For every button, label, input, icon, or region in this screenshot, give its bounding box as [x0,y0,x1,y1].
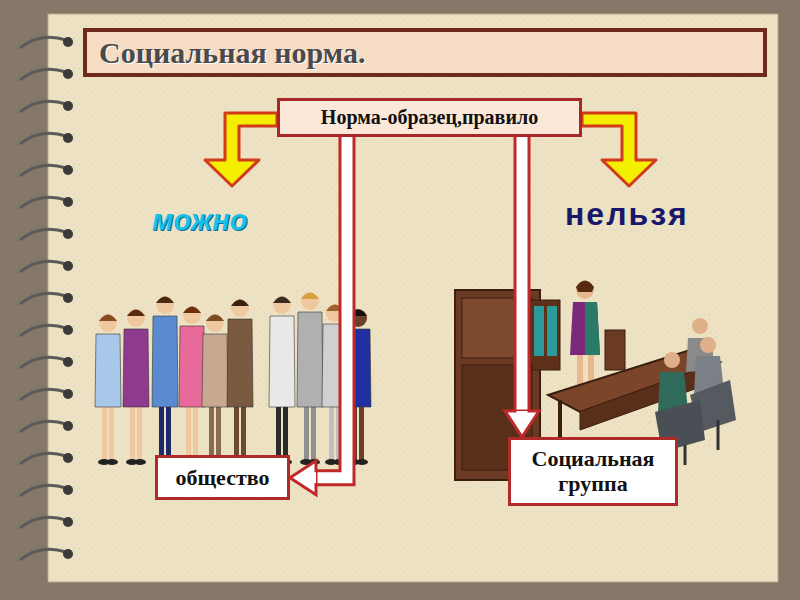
ring-hole [63,69,73,79]
ring [20,517,66,528]
ring [20,293,66,304]
person [123,309,149,465]
ring-hole [63,389,73,399]
yellow-arrow [205,113,277,186]
ring-hole [63,229,73,239]
ring [20,197,66,208]
person [179,306,205,465]
node-text: Норма-образец,правило [286,106,573,129]
ring [20,261,66,272]
forbidden-label: нельзя [565,196,689,233]
ring [20,421,66,432]
person [297,292,323,465]
ring [20,37,66,48]
ring [20,69,66,80]
ring-hole [63,485,73,495]
label-text: можно [152,204,247,237]
rule-box: Норма-образец,правило [277,98,582,137]
person [95,314,121,465]
title-text: Социальная норма. [99,36,751,70]
ring [20,229,66,240]
ring [20,389,66,400]
ring-hole [63,165,73,175]
people-crowd [95,292,371,465]
ring-hole [63,261,73,271]
spiral-rings [20,37,73,560]
ring [20,101,66,112]
ring-hole [63,421,73,431]
ring-hole [63,101,73,111]
ring [20,165,66,176]
ring-hole [63,453,73,463]
yellow-arrow [582,113,656,186]
person [152,296,178,465]
ring-hole [63,293,73,303]
ring-hole [63,197,73,207]
hollow-arrow [505,137,539,437]
ring [20,133,66,144]
person [202,314,228,465]
person [227,299,253,465]
ring [20,485,66,496]
ring-hole [63,549,73,559]
node-text: общество [164,465,281,490]
ring-hole [63,133,73,143]
title-box: Социальная норма. [83,28,767,77]
society-box: общество [155,455,290,500]
ring-hole [63,37,73,47]
ring-hole [63,517,73,527]
hollow-arrow [290,137,347,495]
person [269,296,295,465]
ring-hole [63,357,73,367]
paper-sheet [48,14,778,582]
ring [20,357,66,368]
ring-hole [63,325,73,335]
group-box: Социальная группа [508,437,678,506]
allowed-label: можно [152,204,247,237]
ring [20,549,66,560]
label-text: нельзя [565,196,689,233]
ring [20,453,66,464]
ring [20,325,66,336]
node-text: Социальная группа [519,446,667,497]
